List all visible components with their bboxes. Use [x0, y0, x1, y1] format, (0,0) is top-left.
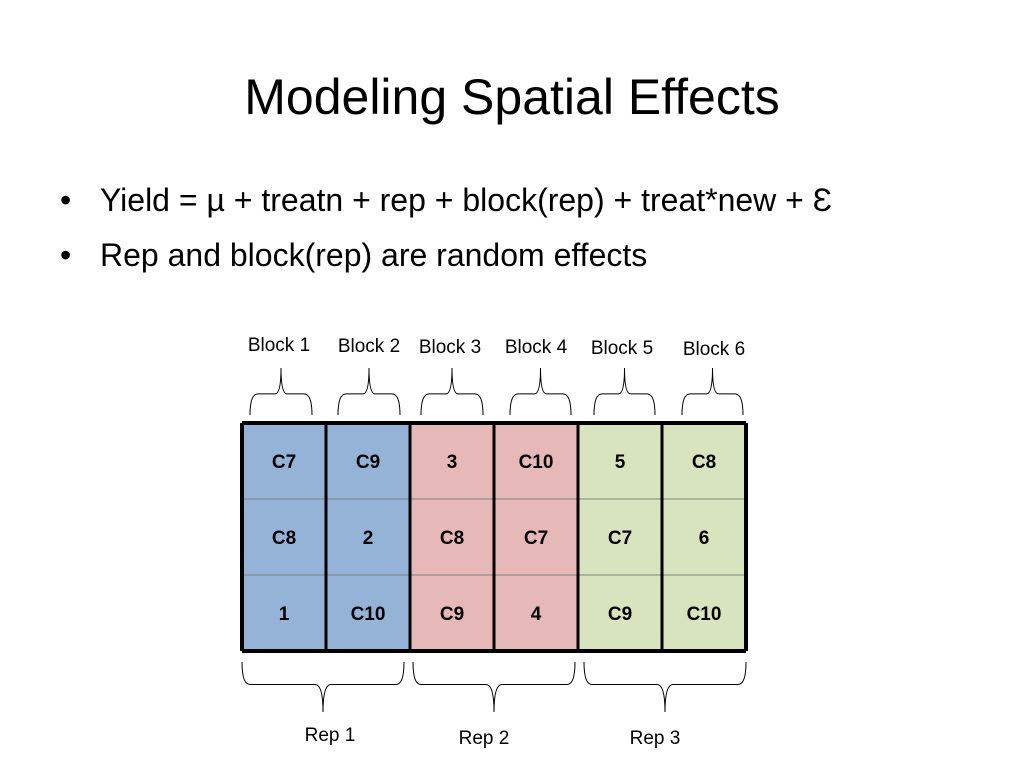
rep-label: Rep 3 — [630, 728, 681, 749]
bullet-marker: • — [60, 237, 72, 273]
plot-label: C10 — [519, 452, 554, 473]
plot-label: C9 — [608, 604, 632, 625]
plot-cell — [662, 499, 746, 575]
plot-label: C10 — [687, 604, 722, 625]
block-brace — [337, 367, 401, 416]
block-brace — [509, 367, 572, 416]
rep-brace — [241, 661, 405, 713]
rep-brace — [583, 661, 747, 713]
rep-label: Rep 1 — [305, 725, 356, 746]
plot-label: C7 — [524, 528, 548, 549]
plot-cell — [662, 575, 746, 651]
plot-label: C8 — [440, 528, 464, 549]
plot-label: 1 — [279, 604, 290, 625]
plot-cell — [326, 499, 410, 575]
bullet-text: Yield = µ + treatn + rep + block(rep) + … — [100, 182, 833, 218]
rep-label: Rep 2 — [459, 728, 510, 749]
plot-label: C10 — [351, 604, 386, 625]
block-label: Block 5 — [591, 338, 653, 359]
plot-label: 5 — [615, 452, 626, 473]
block-brace — [593, 367, 656, 416]
plot-label: 6 — [699, 528, 710, 549]
block-brace — [420, 367, 484, 416]
plot-cell — [578, 575, 662, 651]
plot-cell — [410, 499, 494, 575]
block-label: Block 3 — [419, 337, 481, 358]
plot-cell — [242, 499, 326, 575]
block-label: Block 2 — [338, 336, 400, 357]
plot-cell — [578, 499, 662, 575]
block-label: Block 4 — [505, 337, 568, 358]
block-label: Block 1 — [248, 335, 310, 356]
plot-cell — [242, 575, 326, 651]
plot-label: 2 — [363, 528, 374, 549]
plot-cell — [410, 575, 494, 651]
plot-cell — [242, 423, 326, 499]
bullet-text: Rep and block(rep) are random effects — [100, 237, 648, 273]
bullet-model-equation: • Yield = µ + treatn + rep + block(rep) … — [60, 180, 980, 220]
bullet-list: • Yield = µ + treatn + rep + block(rep) … — [60, 180, 980, 290]
rep-brace — [412, 661, 576, 713]
plot-label: C8 — [272, 528, 296, 549]
bullet-random-effects: • Rep and block(rep) are random effects — [60, 235, 980, 275]
plot-cell — [494, 499, 578, 575]
plot-label: C7 — [608, 528, 632, 549]
slide-title: Modeling Spatial Effects — [244, 69, 780, 125]
plot-label: 3 — [447, 452, 458, 473]
plot-cell — [662, 423, 746, 499]
plot-label: C9 — [440, 604, 464, 625]
plot-label: C9 — [356, 452, 380, 473]
plot-label: C7 — [272, 452, 296, 473]
plot-cell — [494, 575, 578, 651]
plot-label: 4 — [531, 604, 542, 625]
plot-cell — [578, 423, 662, 499]
block-braces — [249, 367, 744, 416]
plot-cell — [410, 423, 494, 499]
rep-labels: Rep 1 Rep 2 Rep 3 — [305, 725, 681, 749]
block-brace — [249, 367, 313, 416]
plot-cell — [494, 423, 578, 499]
block-label: Block 6 — [683, 339, 745, 360]
plot-cell — [326, 575, 410, 651]
block-brace — [681, 367, 744, 416]
rep-braces — [241, 661, 747, 713]
block-labels: Block 1 Block 2 Block 3 Block 4 Block 5 Block… — [248, 335, 745, 360]
bullet-marker: • — [60, 182, 72, 218]
plot-label: C8 — [692, 452, 716, 473]
plot-cell — [326, 423, 410, 499]
